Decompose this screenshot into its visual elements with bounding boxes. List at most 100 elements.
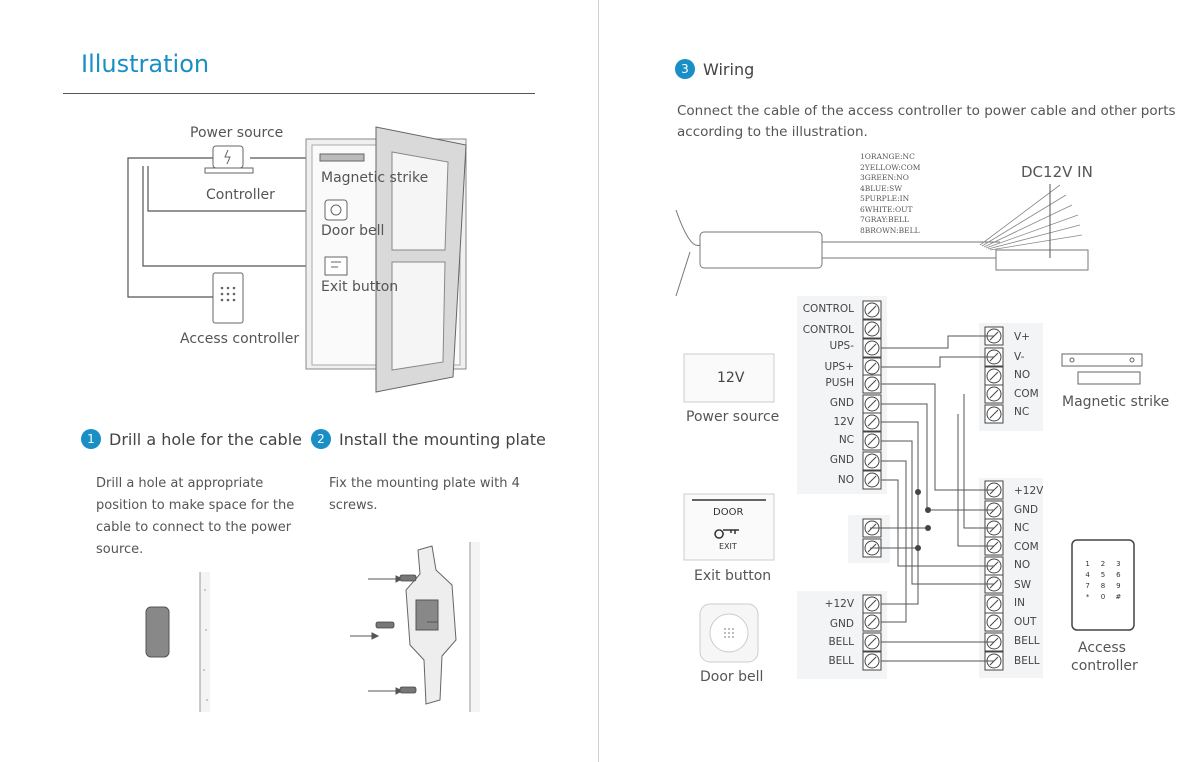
terminal-screw-slot bbox=[989, 599, 999, 609]
label-power-source: Power source bbox=[190, 125, 284, 141]
terminal-label: IN bbox=[1014, 597, 1025, 609]
step-1-line: position to make space for the bbox=[96, 498, 295, 513]
terminal-screw-slot bbox=[867, 456, 877, 466]
terminal-label: CONTROL bbox=[802, 303, 854, 315]
terminal-label: +12V bbox=[1014, 485, 1044, 497]
terminal-label: NO bbox=[1014, 369, 1031, 381]
terminal-label: PUSH bbox=[825, 377, 854, 389]
terminal-label: UPS- bbox=[829, 340, 854, 352]
door-bell-label: Door bell bbox=[700, 669, 764, 685]
label-magnetic-strike: Magnetic strike bbox=[321, 170, 429, 186]
step-1-text: Drill a hole at appropriate position to … bbox=[96, 473, 294, 561]
terminal-screw-slot bbox=[867, 379, 877, 389]
step-3-badge: 3 bbox=[675, 59, 695, 79]
terminal-label: BELL bbox=[1014, 655, 1040, 667]
terminal-label: NO bbox=[837, 474, 854, 486]
step-1-line: Drill a hole at appropriate bbox=[96, 476, 264, 491]
terminal-label: BELL bbox=[1014, 635, 1040, 647]
wire-color: 4BLUE:SW bbox=[860, 183, 903, 193]
terminal-label: NO bbox=[1014, 559, 1031, 571]
terminal-label: NC bbox=[838, 434, 854, 446]
wire-color: 2YELLOW:COM bbox=[860, 162, 921, 172]
terminal-label: GND bbox=[829, 618, 854, 630]
terminal-screw-slot bbox=[867, 599, 877, 609]
step-2-line: Fix the mounting plate with 4 bbox=[329, 476, 520, 491]
wiring-intro-line: Connect the cable of the access controll… bbox=[677, 103, 1176, 119]
keypad-key: 7 bbox=[1085, 582, 1090, 590]
wire-color-list: 1ORANGE:NC 2YELLOW:COM 3GREEN:NO 4BLUE:S… bbox=[860, 152, 950, 236]
terminal-label: NC bbox=[1014, 406, 1030, 418]
step-1-title: Drill a hole for the cable bbox=[109, 429, 302, 449]
terminal-label: GND bbox=[1014, 504, 1039, 516]
keypad-key: 2 bbox=[1100, 560, 1106, 568]
step-3-header: 3 Wiring bbox=[675, 59, 754, 79]
label-access-controller: Access controller bbox=[180, 331, 300, 347]
step-2-badge: 2 bbox=[311, 429, 331, 449]
step-1-badge: 1 bbox=[81, 429, 101, 449]
terminal-label: NC bbox=[1014, 522, 1030, 534]
page-divider bbox=[598, 0, 599, 762]
keypad-key: 5 bbox=[1100, 571, 1106, 579]
keypad-key: 3 bbox=[1116, 560, 1121, 568]
terminal-screw-slot bbox=[867, 305, 877, 315]
keypad-key: 0 bbox=[1100, 593, 1106, 601]
wiring-intro: Connect the cable of the access controll… bbox=[677, 101, 1176, 143]
terminal-label: CONTROL bbox=[802, 324, 854, 336]
exit-box-sub: EXIT bbox=[719, 542, 737, 551]
terminal-screw-slot bbox=[989, 617, 999, 627]
terminal-screw-slot bbox=[989, 389, 999, 399]
terminal-screw-slot bbox=[867, 637, 877, 647]
keypad-key: 9 bbox=[1116, 582, 1121, 590]
terminal-label: UPS+ bbox=[824, 361, 854, 373]
page-heading: Illustration bbox=[81, 50, 210, 78]
step-1-line: cable to connect to the power bbox=[96, 520, 292, 535]
wiring-intro-line: according to the illustration. bbox=[677, 124, 868, 140]
terminal-label: SW bbox=[1014, 579, 1032, 591]
keypad-key: * bbox=[1085, 593, 1090, 601]
label-exit-button: Exit button bbox=[321, 279, 399, 295]
terminal-label: COM bbox=[1014, 388, 1039, 400]
terminal-screw-slot bbox=[989, 409, 999, 419]
terminal-screw-slot bbox=[867, 343, 877, 353]
wire-color: 7GRAY:BELL bbox=[860, 215, 910, 224]
keypad-key: # bbox=[1115, 593, 1122, 601]
terminal-label: 12V bbox=[833, 416, 854, 428]
terminal-screw-slot bbox=[867, 656, 877, 666]
wire-color: 3GREEN:NO bbox=[860, 173, 909, 182]
dc-in-label: DC12V IN bbox=[1021, 163, 1093, 181]
terminal-label: +12V bbox=[824, 598, 854, 610]
power-source-label: Power source bbox=[686, 409, 780, 425]
terminal-label: COM bbox=[1014, 541, 1039, 553]
step-illustrations bbox=[145, 542, 480, 712]
step-2-title: Install the mounting plate bbox=[339, 429, 546, 449]
terminal-label: V- bbox=[1014, 351, 1025, 363]
terminal-screw-slot bbox=[989, 371, 999, 381]
keypad-key: 1 bbox=[1085, 560, 1090, 568]
step-2-header: 2 Install the mounting plate bbox=[311, 429, 546, 449]
terminal-screw-slot bbox=[867, 399, 877, 409]
terminal-screw-slot bbox=[867, 617, 877, 627]
keypad-key: 8 bbox=[1100, 582, 1106, 590]
step-2-text: Fix the mounting plate with 4 screws. bbox=[329, 473, 520, 517]
terminal-label: BELL bbox=[828, 655, 854, 667]
wire-color: 6WHITE:OUT bbox=[860, 204, 913, 214]
keypad-key: 4 bbox=[1085, 571, 1090, 579]
step-1-line: source. bbox=[96, 542, 144, 557]
heading-rule bbox=[63, 93, 535, 94]
terminal-label: OUT bbox=[1014, 616, 1037, 628]
terminal-screw-slot bbox=[867, 436, 877, 446]
exit-button-label: Exit button bbox=[694, 568, 772, 584]
step-1-header: 1 Drill a hole for the cable bbox=[81, 429, 302, 449]
terminal-label: GND bbox=[829, 454, 854, 466]
terminal-label: V+ bbox=[1014, 331, 1030, 343]
terminal-label: BELL bbox=[828, 636, 854, 648]
terminal-screw-slot bbox=[867, 475, 877, 485]
terminal-screw-slot bbox=[867, 417, 877, 427]
terminal-screw-slot bbox=[867, 324, 877, 334]
power-source-box-text: 12V bbox=[717, 370, 745, 386]
magnetic-strike-label: Magnetic strike bbox=[1062, 394, 1170, 410]
label-controller: Controller bbox=[206, 187, 275, 203]
wire-color: 8BROWN:BELL bbox=[860, 225, 920, 235]
